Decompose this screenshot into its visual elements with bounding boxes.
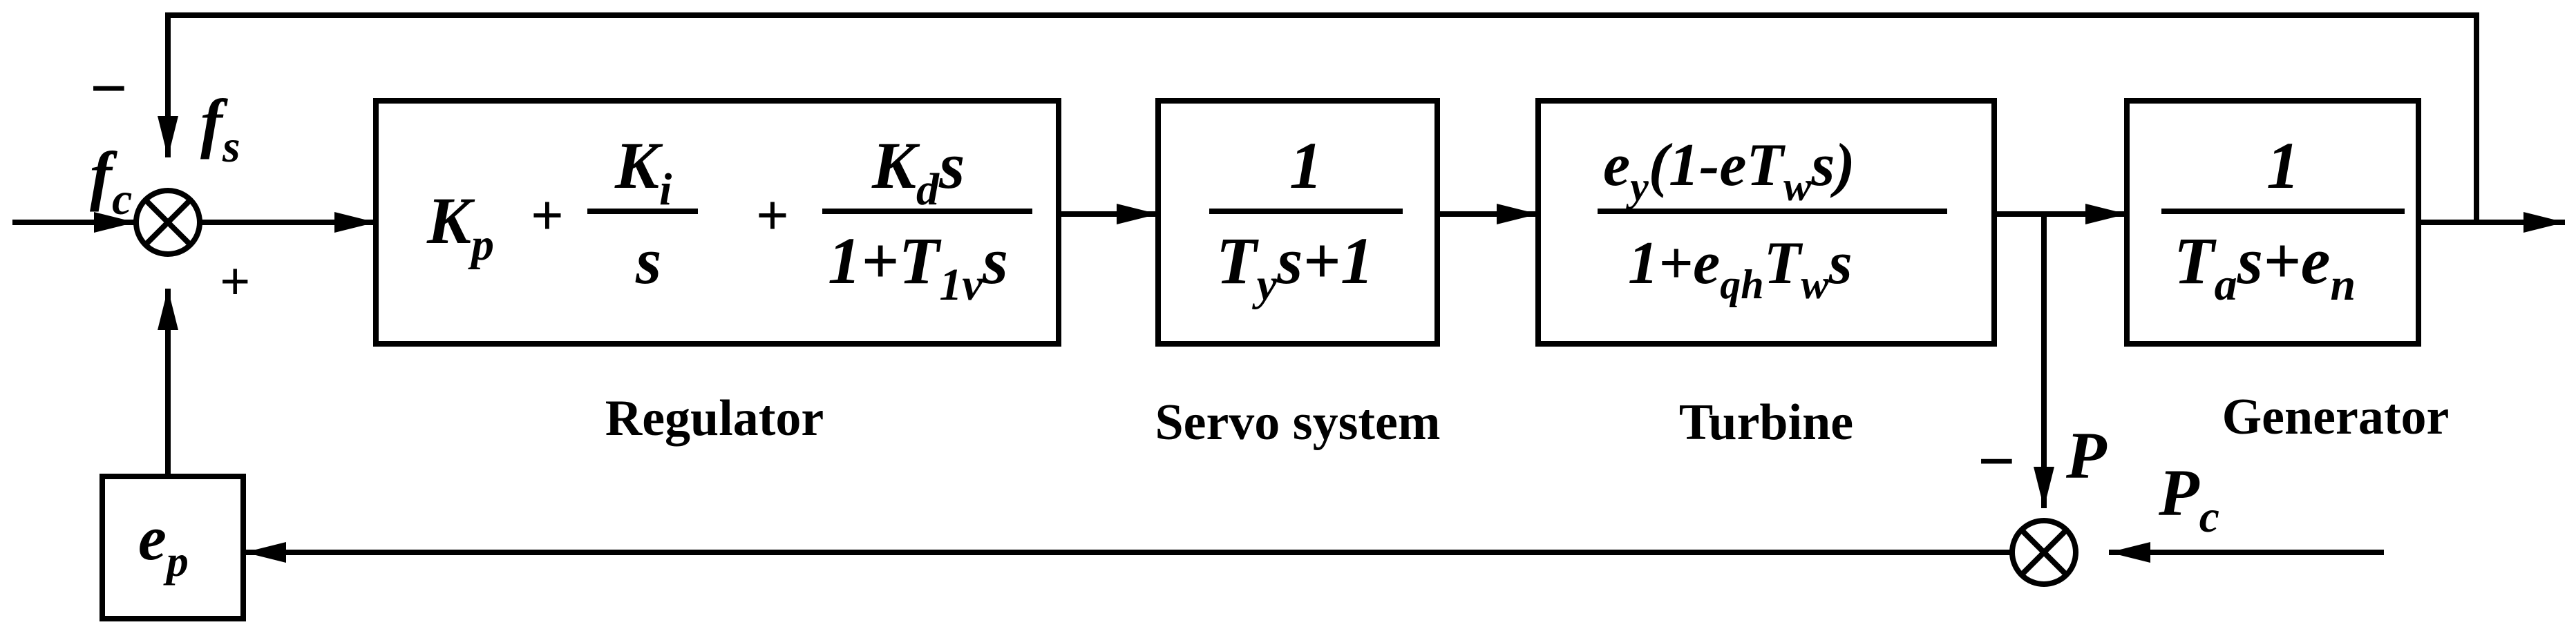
p-label: P bbox=[2065, 418, 2108, 492]
regulator-caption: Regulator bbox=[605, 390, 824, 447]
plus-sign-junction: + bbox=[220, 251, 250, 311]
turbine-numerator: ey(1-eTws) bbox=[1603, 132, 1855, 209]
ep-block bbox=[100, 474, 246, 621]
plus-sign-1: + bbox=[531, 184, 564, 248]
plus-sign-2: + bbox=[756, 184, 789, 248]
generator-caption: Generator bbox=[2222, 389, 2450, 445]
fs-label: fs bbox=[200, 86, 240, 172]
summing-junction-frequency bbox=[133, 188, 202, 257]
servo-block bbox=[1155, 98, 1440, 347]
fc-minus-sign: − bbox=[90, 51, 128, 125]
servo-numerator: 1 bbox=[1289, 128, 1323, 202]
turbine-caption: Turbine bbox=[1679, 394, 1853, 451]
ep-label: ep bbox=[138, 503, 189, 586]
regulator-block bbox=[373, 98, 1061, 347]
ki-numerator: Ki bbox=[614, 128, 672, 215]
kd-numerator: Kds bbox=[871, 128, 965, 215]
kp-term: Kp bbox=[426, 184, 494, 270]
turbine-block bbox=[1535, 98, 1997, 347]
generator-denominator: Tas+en bbox=[2174, 224, 2356, 310]
turbine-denominator: 1+eqhTws bbox=[1628, 230, 1853, 307]
ki-denominator: s bbox=[635, 224, 661, 298]
generator-numerator: 1 bbox=[2266, 128, 2300, 202]
summing-junction-power bbox=[2009, 518, 2078, 587]
servo-caption: Servo system bbox=[1155, 394, 1440, 451]
fs-feedback-line bbox=[158, 12, 2479, 222]
p-minus-sign: − bbox=[1978, 424, 2016, 498]
pc-label: Pc bbox=[2158, 456, 2219, 542]
fc-label: fc bbox=[90, 138, 132, 224]
generator-block bbox=[2124, 98, 2421, 347]
kd-denominator: 1+T1vs bbox=[828, 224, 1008, 310]
servo-denominator: Tys+1 bbox=[1216, 224, 1374, 310]
